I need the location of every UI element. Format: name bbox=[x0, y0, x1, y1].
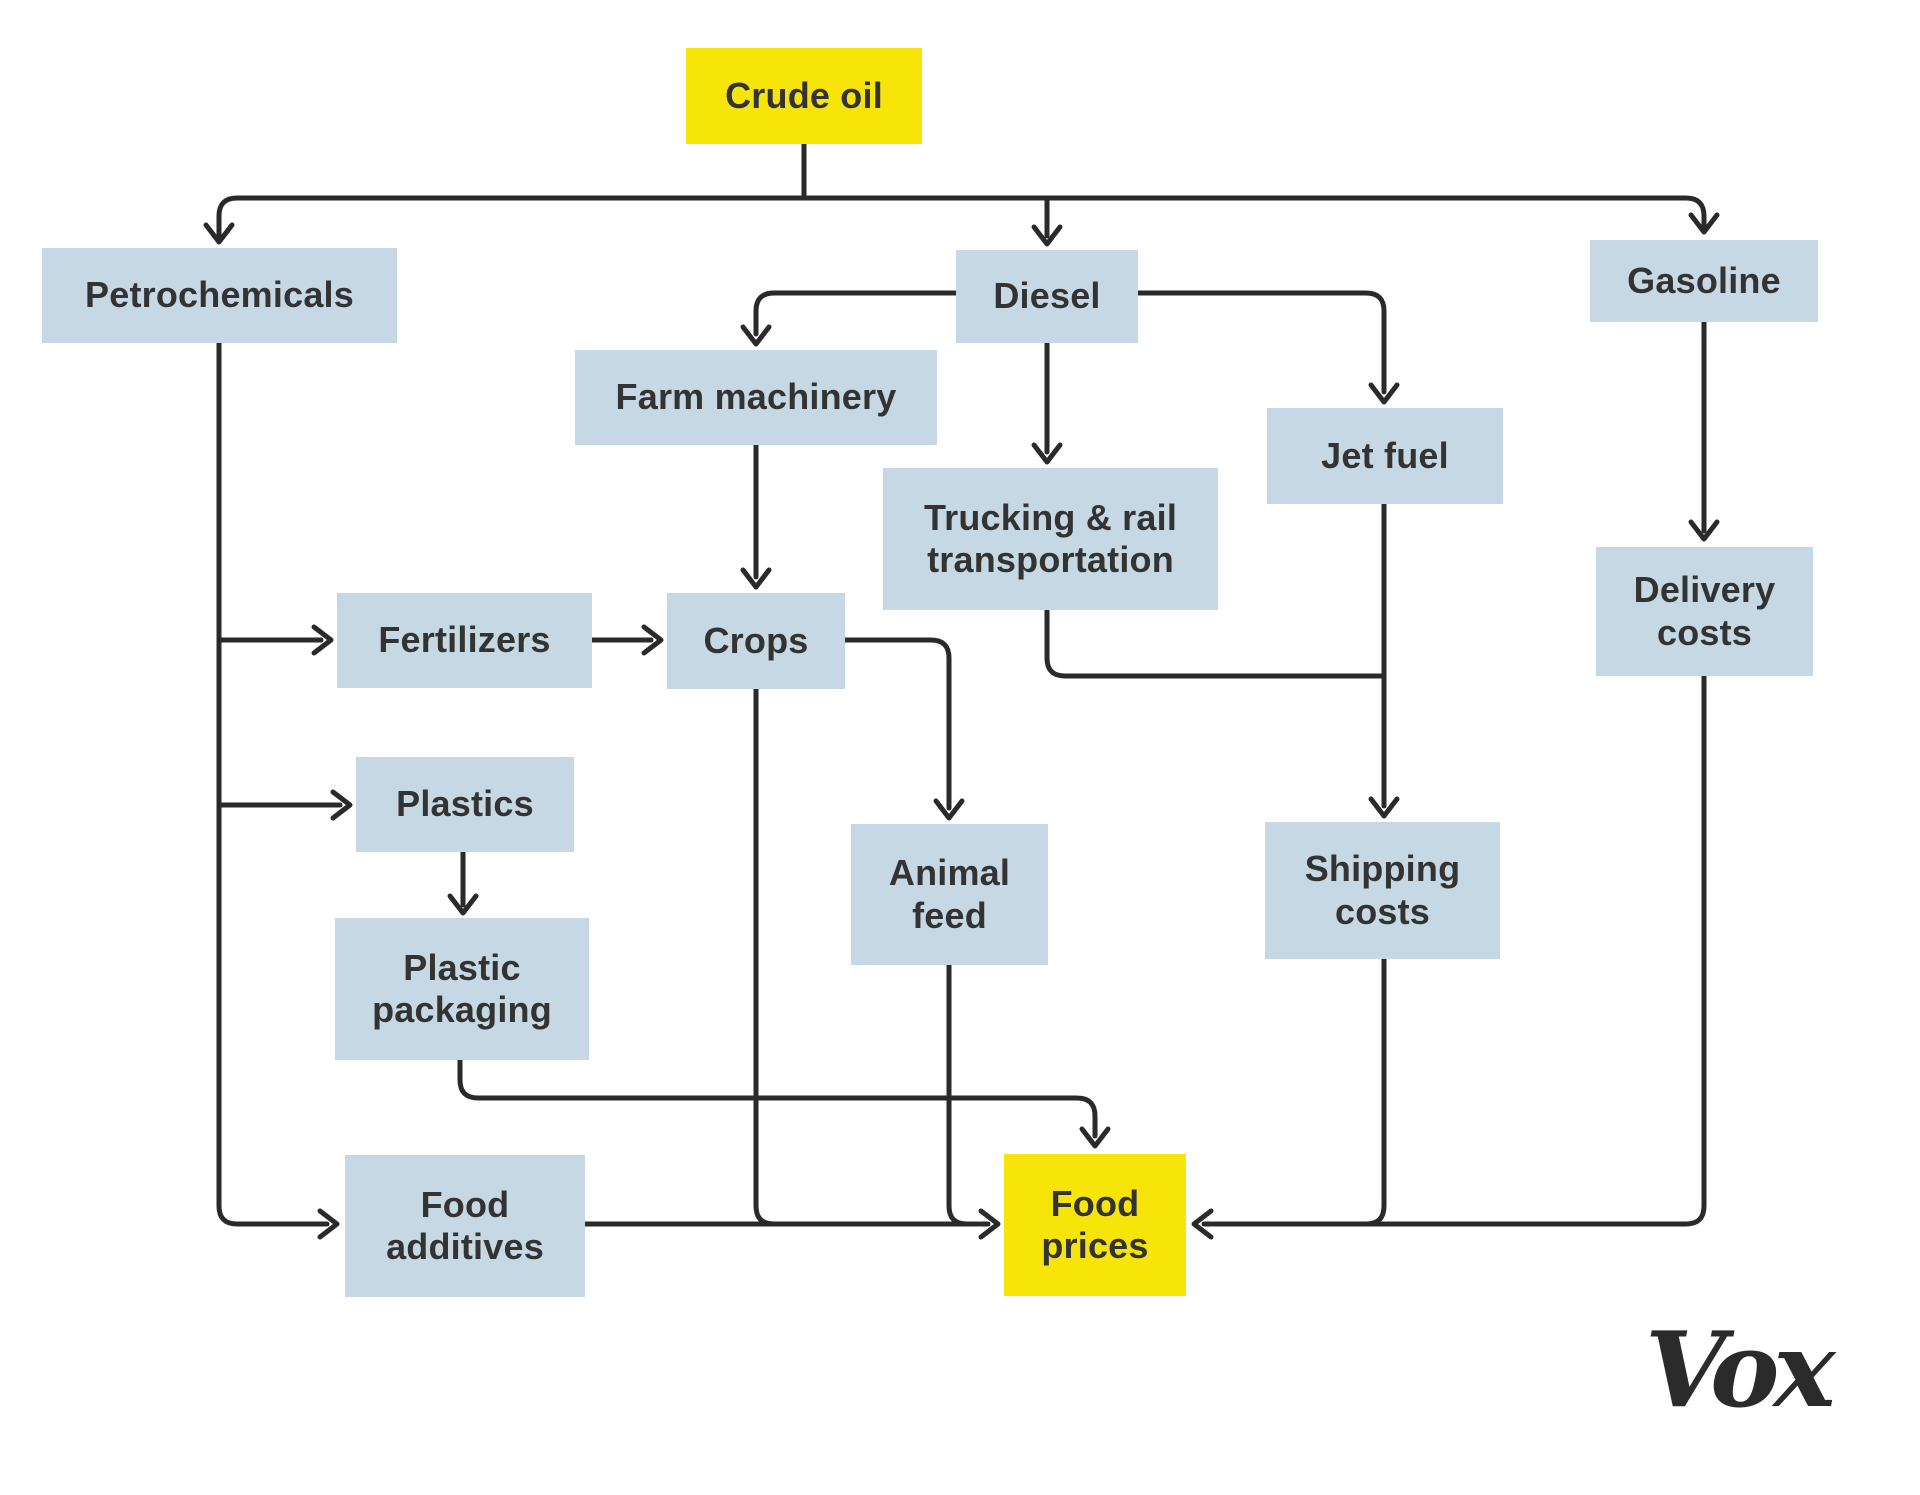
edge-diesel-farm-machinery bbox=[753, 290, 959, 337]
node-trucking-rail: Trucking & rail transportation bbox=[883, 468, 1218, 610]
node-food-prices: Food prices bbox=[1004, 1154, 1186, 1296]
edge-top-rail bbox=[216, 195, 1707, 239]
arrowhead-into-food-prices-top bbox=[1079, 1126, 1111, 1149]
node-shipping-costs: Shipping costs bbox=[1265, 822, 1500, 959]
arrowhead-into-delivery bbox=[1688, 519, 1720, 542]
node-jet-fuel: Jet fuel bbox=[1267, 408, 1503, 504]
arrowhead-into-farm-machinery bbox=[740, 324, 772, 347]
node-plastic-packaging: Plastic packaging bbox=[335, 918, 589, 1060]
arrowhead-into-packaging bbox=[447, 893, 479, 916]
node-delivery-costs: Delivery costs bbox=[1596, 547, 1813, 676]
node-crude-oil: Crude oil bbox=[686, 48, 922, 144]
node-fertilizers: Fertilizers bbox=[337, 593, 592, 688]
edge-trucking-merge bbox=[1044, 607, 1387, 679]
node-plastics: Plastics bbox=[356, 757, 574, 852]
arrowhead-into-diesel bbox=[1031, 224, 1063, 247]
edge-crops-food-prices bbox=[753, 686, 777, 1227]
vox-logo: Vox bbox=[1645, 1308, 1836, 1431]
edge-delivery-food-prices bbox=[1201, 673, 1707, 1227]
node-diesel: Diesel bbox=[956, 250, 1138, 343]
edge-diesel-jet-fuel bbox=[1135, 290, 1387, 395]
arrowhead-into-crops-left bbox=[641, 624, 664, 656]
arrowhead-into-fertilizers bbox=[311, 624, 334, 656]
node-gasoline: Gasoline bbox=[1590, 240, 1818, 322]
arrowhead-into-food-additives bbox=[317, 1208, 340, 1240]
arrowhead-into-gasoline bbox=[1688, 212, 1720, 235]
node-crops: Crops bbox=[667, 593, 845, 689]
arrowhead-into-petrochemicals bbox=[203, 222, 235, 245]
edge-crops-animal-feed bbox=[842, 637, 952, 811]
arrowhead-into-jet-fuel bbox=[1368, 382, 1400, 405]
arrowhead-into-shipping bbox=[1368, 796, 1400, 819]
arrowhead-into-animal-feed bbox=[933, 798, 965, 821]
arrowhead-into-crops-top bbox=[740, 567, 772, 590]
node-petrochemicals: Petrochemicals bbox=[42, 248, 397, 343]
edge-animal-feed-merge bbox=[946, 962, 970, 1227]
edge-shipping-merge bbox=[1363, 956, 1387, 1227]
node-farm-machinery: Farm machinery bbox=[575, 350, 937, 445]
edge-packaging-food-prices bbox=[457, 1057, 1098, 1139]
arrowhead-into-food-prices-right bbox=[1191, 1208, 1214, 1240]
arrowhead-into-plastics bbox=[330, 789, 353, 821]
node-food-additives: Food additives bbox=[345, 1155, 585, 1297]
node-animal-feed: Animal feed bbox=[851, 824, 1048, 965]
arrowhead-into-trucking bbox=[1031, 442, 1063, 465]
edge-petrochemicals-spine bbox=[216, 340, 330, 1227]
arrowhead-into-food-prices-left bbox=[978, 1208, 1001, 1240]
